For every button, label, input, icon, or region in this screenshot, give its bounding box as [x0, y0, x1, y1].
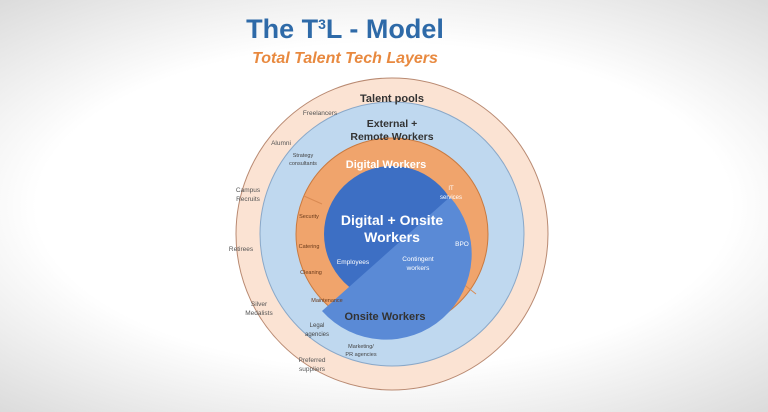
contingent-label-line2: workers: [406, 265, 431, 272]
marketing-label: Marketing/: [348, 344, 374, 350]
services-label: services: [440, 195, 462, 201]
retirees-label: Retirees: [229, 246, 254, 253]
core-title-line2: Workers: [364, 229, 420, 245]
bpo-label: BPO: [455, 241, 469, 248]
external-remote-title-line2: Remote Workers: [350, 131, 433, 143]
page-title: The T3L - Model: [200, 14, 490, 45]
title-prefix: The T: [246, 14, 319, 44]
core-contingent-wedge: [322, 197, 472, 340]
talent-pools-title: Talent pools: [360, 93, 424, 105]
it-label: IT: [448, 186, 454, 192]
ring-divider-left: [303, 195, 323, 205]
pr-agencies-label: PR agencies: [345, 352, 376, 358]
contingent-label-line1: Contingent: [402, 256, 434, 263]
cleaning-label: Cleaning: [300, 270, 322, 276]
agencies-label: agencies: [305, 332, 329, 338]
onsite-workers-title: Onsite Workers: [344, 311, 425, 323]
title-superscript: 3: [318, 16, 326, 32]
alumni-label: Alumni: [271, 140, 291, 147]
maintenance-label: Maintenance: [311, 298, 343, 304]
security-label: Security: [299, 214, 319, 220]
suppliers-label: suppliers: [299, 366, 326, 373]
recruits-label: Recruits: [236, 196, 261, 203]
title-suffix: L - Model: [325, 14, 444, 44]
page-subtitle: Total Talent Tech Layers: [252, 50, 438, 67]
strategy-label: Strategy: [293, 153, 314, 159]
freelancers-label: Freelancers: [303, 110, 338, 117]
consultants-label: consultants: [289, 161, 317, 167]
medalists-label: Medalists: [245, 310, 273, 317]
external-remote-title-line1: External +: [367, 118, 418, 130]
digital-workers-title: Digital Workers: [346, 159, 427, 171]
preferred-label: Preferred: [298, 357, 325, 364]
employees-label: Employees: [337, 259, 370, 266]
campus-label: Campus: [236, 187, 261, 194]
silver-label: Silver: [251, 301, 268, 308]
legal-label: Legal: [310, 323, 325, 329]
core-title-line1: Digital + Onsite: [341, 212, 444, 228]
catering-label: Catering: [299, 244, 320, 250]
